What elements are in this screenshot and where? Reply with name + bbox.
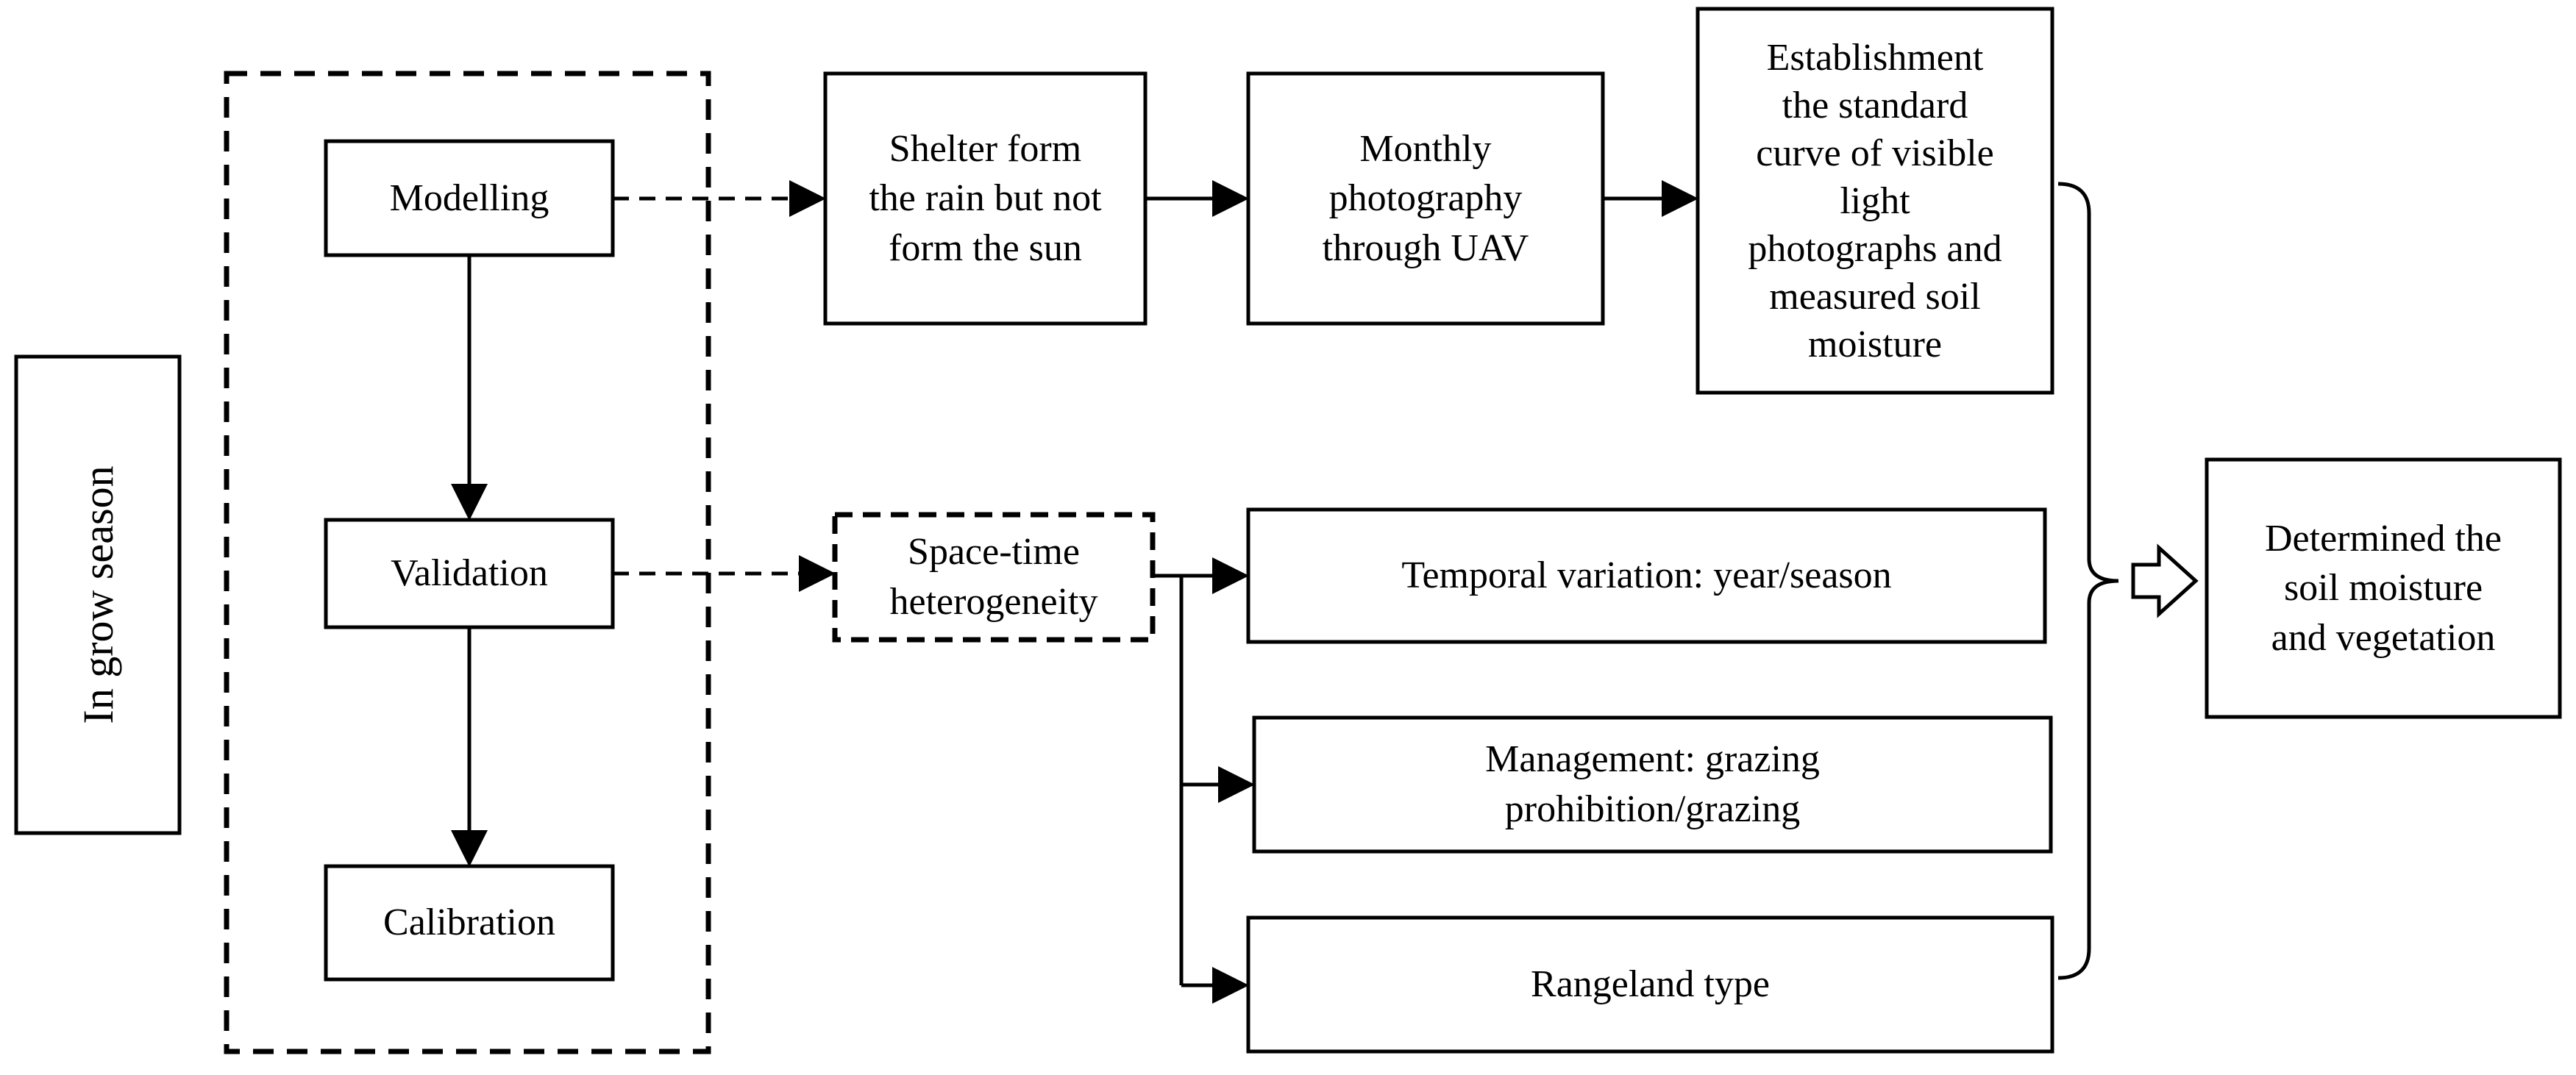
standard-curve-label: Establishment the standard curve of visi…	[1748, 36, 2002, 365]
management-label: Management: grazing prohibition/grazing	[1485, 738, 1820, 830]
photography-label: Monthly photography through UAV	[1322, 127, 1529, 269]
shelter-label: Shelter form the rain but not form the s…	[869, 127, 1102, 269]
side-label-box	[14, 354, 182, 835]
side-label: In grow season	[74, 465, 122, 724]
calibration-label: Calibration	[383, 901, 555, 944]
stages-dashed-container	[224, 71, 711, 1054]
heterogeneity-label: Space-time heterogeneity	[889, 531, 1098, 623]
rangeland-label: Rangeland type	[1531, 963, 1770, 1006]
modelling-label: Modelling	[389, 176, 549, 219]
grouping-brace	[2057, 182, 2119, 980]
result-box	[2205, 457, 2562, 719]
result-label: Determined the soil moisture and vegetat…	[2265, 517, 2502, 659]
temporal-label: Temporal variation: year/season	[1401, 554, 1892, 597]
validation-label: Validation	[391, 552, 548, 595]
hollow-arrow-to-result	[2131, 543, 2199, 618]
